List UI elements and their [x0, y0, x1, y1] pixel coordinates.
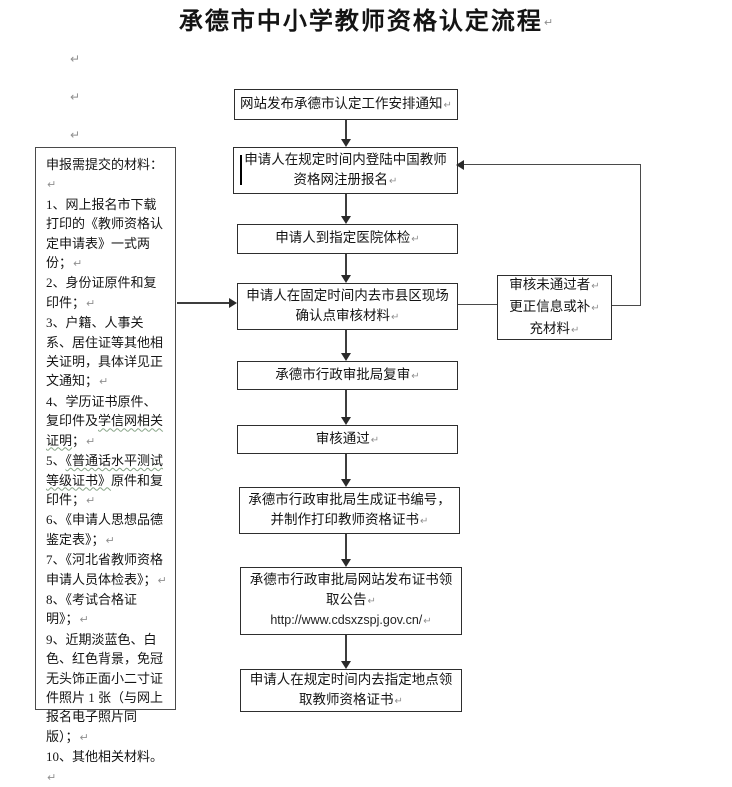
paragraph-mark-icon: ↵: [389, 175, 398, 187]
paragraph-mark-icon: ↵: [571, 324, 580, 336]
material-item: 6、《申请人思想品德鉴定表》；↵: [46, 512, 164, 547]
feedback-line-top: [463, 164, 641, 166]
materials-box[interactable]: 申报需提交的材料：↵ 1、网上报名市下载打印的《教师资格认定申请表》一式两份；↵…: [35, 147, 176, 784]
bureau-website-url[interactable]: http://www.cdsxzspj.gov.cn/: [270, 613, 423, 628]
arrow-down-icon: [341, 454, 351, 487]
flow-step-text: 申请人在固定时间内去市县区现场确认点审核材料: [246, 288, 449, 323]
paragraph-mark-icon: ↵: [391, 311, 400, 323]
paragraph-mark-icon: ↵: [411, 234, 420, 246]
flow-step-text: 承德市行政审批局复审: [275, 366, 411, 382]
side-box-line: 更正信息或补: [509, 298, 591, 314]
flow-step-text: 承德市行政审批局网站发布证书领取公告: [249, 572, 453, 607]
flow-step-text: 网站发布承德市认定工作安排通知: [240, 95, 443, 111]
paragraph-mark-icon: ↵: [411, 370, 420, 382]
materials-list: 1、网上报名市下载打印的《教师资格认定申请表》一式两份；↵ 2、身份证原件和复印件…: [46, 195, 169, 787]
material-item: 9、近期淡蓝色、白色、红色背景，免冠无头饰正面小二寸证件照片 1 张（与网上报名…: [46, 631, 164, 744]
side-box-line: 审核未通过者: [509, 276, 591, 292]
paragraph-mark-icon: ↵: [157, 573, 167, 587]
page-title-text: 承德市中小学教师资格认定流程: [178, 9, 543, 35]
material-item: 8、《考试合格证明》；↵: [46, 591, 138, 627]
material-item: 3、户籍、人事关系、居住证等其他相关证明，具体详见正文通知；↵: [46, 315, 164, 389]
material-item: 7、《河北省教师资格申请人员体检表》；↵: [46, 552, 167, 587]
paragraph-mark-icon: ↵: [105, 533, 115, 547]
flow-step-bureau-recheck[interactable]: 承德市行政审批局复审↵: [237, 361, 458, 390]
side-box-line: 充材料: [529, 320, 571, 336]
paragraph-mark-icon: ↵: [394, 695, 403, 707]
paragraph-mark-icon: ↵: [73, 257, 83, 271]
paragraph-mark-icon: ↵: [79, 613, 89, 627]
paragraph-mark-icon: ↵: [443, 99, 452, 111]
flow-step-publish-notice[interactable]: 网站发布承德市认定工作安排通知↵: [234, 89, 458, 120]
flow-step-text: 申请人在规定时间内登陆中国教师资格网注册报名: [244, 152, 447, 187]
flow-step-collect-certificate[interactable]: 申请人在规定时间内去指定地点领取教师资格证书↵: [240, 669, 462, 712]
paragraph-mark-icon: ↵: [543, 16, 554, 29]
material-item: 10、其他相关材料。↵: [46, 749, 164, 784]
flow-step-text: 承德市行政审批局生成证书编号，并制作打印教师资格证书: [248, 492, 451, 527]
material-item: 5、《普通话水平测试等级证书》原件和复印件；↵: [46, 453, 164, 507]
paragraph-mark-icon: ↵: [70, 52, 81, 66]
paragraph-mark-icon: ↵: [70, 90, 81, 104]
arrow-down-icon: [341, 534, 351, 567]
paragraph-mark-icon: ↵: [591, 302, 600, 314]
text-cursor: [240, 155, 242, 185]
paragraph-mark-icon: ↵: [47, 770, 57, 784]
arrow-down-icon: [341, 330, 351, 361]
paragraph-mark-icon: ↵: [86, 493, 96, 507]
arrow-down-icon: [341, 194, 351, 224]
arrow-down-icon: [341, 390, 351, 425]
page-title: 承德市中小学教师资格认定流程 ↵: [0, 6, 732, 38]
flow-step-review-passed[interactable]: 审核通过↵: [237, 425, 458, 454]
flow-step-generate-certificate[interactable]: 承德市行政审批局生成证书编号，并制作打印教师资格证书↵: [239, 487, 460, 534]
arrow-down-icon: [341, 254, 351, 283]
flow-step-onsite-review[interactable]: 申请人在固定时间内去市县区现场确认点审核材料↵: [237, 283, 458, 330]
arrow-right-icon: [177, 298, 237, 308]
paragraph-mark-icon: ↵: [70, 128, 81, 142]
flow-step-pickup-announcement[interactable]: 承德市行政审批局网站发布证书领取公告↵ http://www.cdsxzspj.…: [240, 567, 462, 635]
flow-step-text: 申请人到指定医院体检: [275, 230, 411, 246]
arrow-down-icon: [341, 635, 351, 669]
side-box-review-failed[interactable]: 审核未通过者↵ 更正信息或补↵ 充材料↵: [497, 275, 612, 340]
paragraph-mark-icon: ↵: [86, 434, 96, 448]
material-item: 1、网上报名市下载打印的《教师资格认定申请表》一式两份；↵: [46, 196, 164, 271]
paragraph-mark-icon: ↵: [420, 515, 429, 527]
paragraph-mark-icon: ↵: [370, 434, 380, 446]
flow-step-text: 审核通过: [315, 430, 370, 446]
material-item: 2、身份证原件和复印件；↵: [46, 275, 157, 310]
connector-line: [458, 304, 497, 306]
feedback-line-bottom: [612, 305, 641, 307]
paragraph-mark-icon: ↵: [591, 280, 600, 292]
document-page: 承德市中小学教师资格认定流程 ↵ ↵ ↵ ↵ 申报需提交的材料：↵ 1、网上报名…: [0, 6, 732, 784]
arrow-left-icon: [456, 160, 464, 170]
paragraph-mark-icon: ↵: [423, 616, 432, 628]
feedback-line-vertical: [640, 164, 642, 306]
flow-step-medical-exam[interactable]: 申请人到指定医院体检↵: [237, 224, 458, 254]
material-item: 4、学历证书原件、复印件及学信网相关证明；↵: [46, 393, 164, 448]
paragraph-mark-icon: ↵: [99, 375, 109, 389]
paragraph-mark-icon: ↵: [79, 730, 89, 744]
arrow-down-icon: [341, 120, 351, 147]
materials-header: 申报需提交的材料：↵: [46, 157, 164, 192]
paragraph-mark-icon: ↵: [86, 296, 96, 310]
flow-step-text: 申请人在规定时间内去指定地点领取教师资格证书: [249, 672, 453, 707]
paragraph-mark-icon: ↵: [367, 595, 376, 607]
flow-step-register-online[interactable]: 申请人在规定时间内登陆中国教师资格网注册报名↵: [233, 147, 458, 194]
